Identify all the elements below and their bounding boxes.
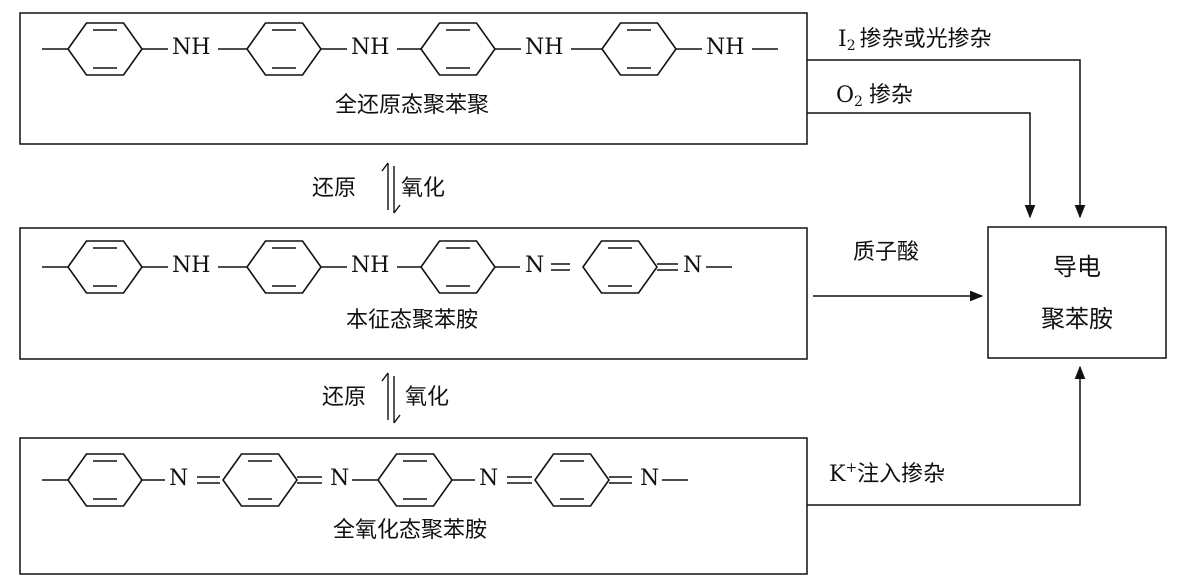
protonic-acid-label: 质子酸 [853,240,920,265]
benzene-ring [246,240,322,294]
i2-doping-text: 掺杂或光掺杂 [859,27,992,52]
iodine-subscript: 2 [846,38,856,54]
iodine-symbol: I [838,27,847,52]
reduce-label: 还原 [312,176,357,201]
nh-group-label: NH [351,35,390,60]
n-group-label: N [330,466,350,491]
emeraldine-polymer-title: 本征态聚苯胺 [345,308,479,333]
n-group-label: N [683,253,703,278]
o2-doping-arrow [807,112,1036,219]
o2-doping-text: 掺杂 [868,83,913,108]
nh-group-label: NH [525,35,564,60]
benzene-ring [601,22,677,76]
quinoid-ring [222,453,298,507]
oxidize-label: 氧化 [401,176,446,201]
benzene-ring [67,22,143,76]
oxygen-symbol: O [836,83,855,108]
equilibrium-arrow-lower [381,372,401,424]
nh-group-label: NH [172,253,211,278]
oxidized-polymer-title: 全氧化态聚苯胺 [332,518,488,543]
conductive-label-line2: 聚苯胺 [1041,305,1113,333]
oxidize-label: 氧化 [405,385,450,410]
reduced-polymer-title: 全还原态聚苯聚 [334,93,490,118]
k-doping-text: 注入掺杂 [857,462,946,487]
conductive-polyaniline-box [987,226,1167,359]
emeraldine-polymer-box [19,227,808,360]
reduced-structure [42,22,778,76]
benzene-ring [377,453,453,507]
k-doping-arrow [807,365,1086,506]
oxygen-subscript: 2 [854,94,863,110]
i2-doping-arrow [807,59,1086,219]
benzene-ring [246,22,322,76]
oxidized-structure [42,453,688,507]
n-group-label: N [479,466,499,491]
potassium-symbol: K [829,462,846,487]
equilibrium-arrow-upper [381,162,401,214]
nh-group-label: NH [351,253,390,278]
benzene-ring [420,240,496,294]
benzene-ring [67,453,143,507]
potassium-charge: + [845,460,858,476]
k-doping-label: K+注入掺杂 [829,461,945,486]
benzene-ring [67,240,143,294]
conductive-label-line1: 导电 [1053,253,1101,281]
n-group-label: N [525,253,545,278]
emeraldine-structure [42,240,732,294]
oxidized-polymer-box [19,437,808,575]
nh-group-label: NH [172,35,211,60]
reduce-label: 还原 [322,385,367,410]
reduced-polymer-box [19,12,808,145]
quinoid-ring [582,240,658,294]
n-group-label: N [640,466,660,491]
o2-doping-label: O2 掺杂 [836,83,913,110]
nh-group-label: NH [706,35,745,60]
quinoid-ring [534,453,610,507]
benzene-ring [420,22,496,76]
n-group-label: N [169,466,189,491]
